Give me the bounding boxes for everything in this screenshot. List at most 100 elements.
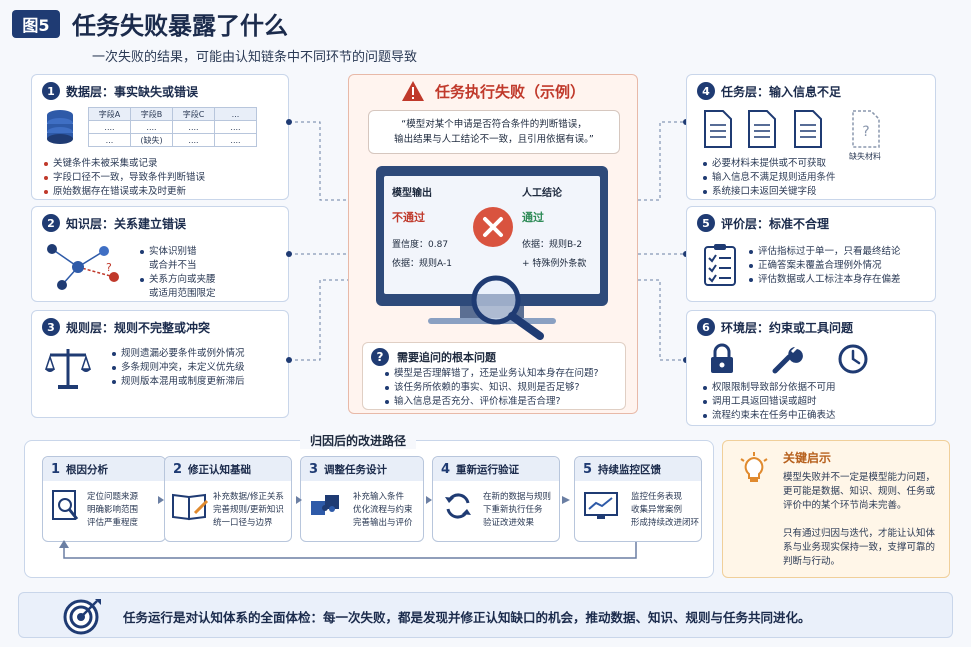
step-text: 监控任务表现 收集异常案例 形成持续改进闭环 — [631, 491, 699, 530]
book-pencil-icon — [172, 493, 209, 521]
list-item: 评估指标过于单一，只看最终结论 — [749, 245, 901, 259]
improvement-path-title: 归因后的改进路径 — [300, 432, 417, 449]
step-line: 监控任务表现 — [631, 492, 683, 502]
page-title: 任务失败暴露了什么 — [72, 12, 288, 40]
list-item-text: 规则版本混用或制度更新滞后 — [121, 376, 245, 387]
table-header-row: 字段A 字段B 字段C ... — [88, 107, 257, 121]
step-line: 评估严重程度 — [87, 518, 139, 528]
list-item: 评估数据或人工标注本身存在偏差 — [749, 273, 901, 287]
table-row: .... .... .... .... — [88, 120, 257, 134]
step-number: 4 — [441, 461, 451, 477]
lightbulb-icon — [740, 452, 768, 482]
list-item: 或适用范围限定 — [140, 287, 216, 301]
step-line: 完善规则/更新知识 — [213, 505, 284, 515]
model-output-label: 模型输出 — [392, 188, 432, 199]
layer-title-text: 知识层：关系建立错误 — [66, 216, 187, 231]
step-number: 5 — [583, 461, 593, 477]
table-row: ... (缺失) .... .... — [88, 133, 257, 147]
step-title: 持续监控区馈 — [598, 463, 662, 476]
list-item-text: 评估指标过于单一，只看最终结论 — [758, 246, 901, 257]
step-line: 定位问题来源 — [87, 492, 139, 502]
step-title: 重新运行验证 — [456, 463, 520, 476]
step-title: 修正认知基础 — [188, 463, 252, 476]
layer-title: 3 规则层：规则不完整或冲突 — [42, 318, 210, 336]
layer-number: 2 — [42, 214, 60, 232]
x-mark-icon — [473, 207, 513, 247]
bullet-list: 实体识别错 或合并不当 关系方向或夹腰 或适用范围限定 — [140, 245, 216, 301]
quote-line: “模型对某个申请是否符合条件的判断错误， — [401, 119, 587, 130]
step-line: 收集异常案例 — [631, 505, 683, 515]
data-table: 字段A 字段B 字段C ... .... .... .... .... ... … — [88, 107, 257, 147]
list-item: 正确答案未覆盖合理例外情况 — [749, 259, 901, 273]
root-questions-title: 需要追问的根本问题 — [397, 351, 496, 364]
figure-badge: 图5 — [12, 10, 60, 38]
layer-title-text: 数据层：事实缺失或错误 — [66, 84, 199, 99]
list-item: 输入信息是否充分、评价标准是否合理? — [385, 395, 599, 409]
list-item: 或合并不当 — [140, 259, 216, 273]
step-line: 在新的数据与规则 — [483, 492, 552, 502]
layer-title: 4 任务层：输入信息不足 — [697, 82, 841, 100]
failure-quote: “模型对某个申请是否符合条件的判断错误， 输出结果与人工结论不一致，且引用依据有… — [368, 110, 620, 154]
wrench-icon — [772, 347, 803, 374]
layer-title: 2 知识层：关系建立错误 — [42, 214, 186, 232]
step-text: 在新的数据与规则 下重新执行任务 验证改进效果 — [483, 491, 551, 530]
list-item: 规则遗漏必要条件或例外情况 — [112, 347, 245, 361]
list-item-text: 或合并不当 — [149, 260, 197, 271]
question-icon: ? — [371, 348, 389, 366]
step-arrows — [59, 496, 637, 559]
layer-title: 5 评价层：标准不合理 — [697, 214, 829, 232]
quote-line: 输出结果与人工结论不一致，且引用依据有误。” — [394, 134, 594, 145]
documents-icon: ? — [704, 110, 880, 148]
list-item-text: 输入信息是否充分、评价标准是否合理? — [394, 396, 561, 407]
list-item-text: 多条规则冲突，未定义优先级 — [121, 362, 245, 373]
key-insight-para1: 模型失败并不一定是模型能力问题， 更可能是数据、知识、规则、任务或 评价中的某个… — [783, 471, 935, 513]
human-basis: 依据：规则B-2 — [522, 240, 583, 250]
list-item-text: 规则遗漏必要条件或例外情况 — [121, 348, 245, 359]
target-icon — [63, 599, 101, 635]
list-item: 权限限制导致部分依据不可用 — [703, 381, 836, 395]
layer-card-task: 4 任务层：输入信息不足 ? 缺失材料 必要材料未提供或不可获取 输入信息不满足… — [686, 74, 936, 200]
step-text: 补充输入条件 优化流程与约束 完善输出与评价 — [353, 491, 413, 530]
monitoring-chart-icon — [584, 492, 618, 519]
list-item: 系统接口未返回关键字段 — [703, 185, 836, 199]
bullet-list: 必要材料未提供或不可获取 输入信息不满足规则适用条件 系统接口未返回关键字段 — [703, 157, 836, 199]
failure-header: 任务执行失败（示例） — [348, 74, 638, 108]
svg-text:?: ? — [106, 261, 112, 274]
layer-title-text: 环境层：约束或工具问题 — [721, 320, 854, 335]
lock-icon — [711, 343, 733, 373]
bullet-list: 规则遗漏必要条件或例外情况 多条规则冲突，未定义优先级 规则版本混用或制度更新滞… — [112, 347, 245, 389]
step-line: 明确影响范围 — [87, 505, 139, 515]
improvement-step: 5 持续监控区馈 监控任务表现 收集异常案例 形成持续改进闭环 — [574, 456, 702, 542]
list-item: 调用工具返回错误或超时 — [703, 395, 836, 409]
table-cell: .... — [214, 133, 257, 147]
step-line: 补充输入条件 — [353, 492, 405, 502]
layer-card-environment: 6 环境层：约束或工具问题 权限限制导致部分依据不可用 调用工具返回错误或超时 … — [686, 310, 936, 426]
list-item: 该任务所依赖的事实、知识、规则是否足够? — [385, 381, 599, 395]
model-confidence: 置信度：0.87 — [392, 240, 449, 250]
magnifier-icon — [471, 275, 544, 340]
layer-number: 4 — [697, 82, 715, 100]
step-text: 定位问题来源 明确影响范围 评估严重程度 — [87, 491, 138, 530]
root-questions-header: ? 需要追问的根本问题 — [371, 348, 496, 366]
list-item: 实体识别错 — [140, 245, 216, 259]
layer-card-knowledge: 2 知识层：关系建立错误 ? 实体识别错 或合并不当 关系方向或夹腰 或适用范围… — [31, 206, 289, 302]
step-line: 下重新执行任务 — [483, 505, 543, 515]
root-questions-list: 模型是否理解错了，还是业务认知本身存在问题? 该任务所依赖的事实、知识、规则是否… — [385, 367, 599, 409]
list-item-text: 流程约束未在任务中正确表达 — [712, 410, 836, 421]
layer-title-text: 任务层：输入信息不足 — [721, 84, 842, 99]
layer-card-rules: 3 规则层：规则不完整或冲突 规则遗漏必要条件或例外情况 多条规则冲突，未定义优… — [31, 310, 289, 418]
list-item-text: 字段口径不一致，导致条件判断错误 — [53, 172, 206, 183]
step-line: 统一口径与边界 — [213, 518, 273, 528]
table-cell: 字段A — [88, 107, 131, 121]
list-item: 规则版本混用或制度更新滞后 — [112, 375, 245, 389]
list-item: 字段口径不一致，导致条件判断错误 — [44, 171, 205, 185]
knowledge-graph-icon: ? — [47, 244, 119, 290]
model-verdict: 不通过 — [392, 211, 425, 224]
root-questions-box: ? 需要追问的根本问题 模型是否理解错了，还是业务认知本身存在问题? 该任务所依… — [362, 342, 626, 410]
table-cell: 字段C — [172, 107, 215, 121]
table-cell: ... — [214, 107, 257, 121]
step-line: 完善输出与评价 — [353, 518, 413, 528]
